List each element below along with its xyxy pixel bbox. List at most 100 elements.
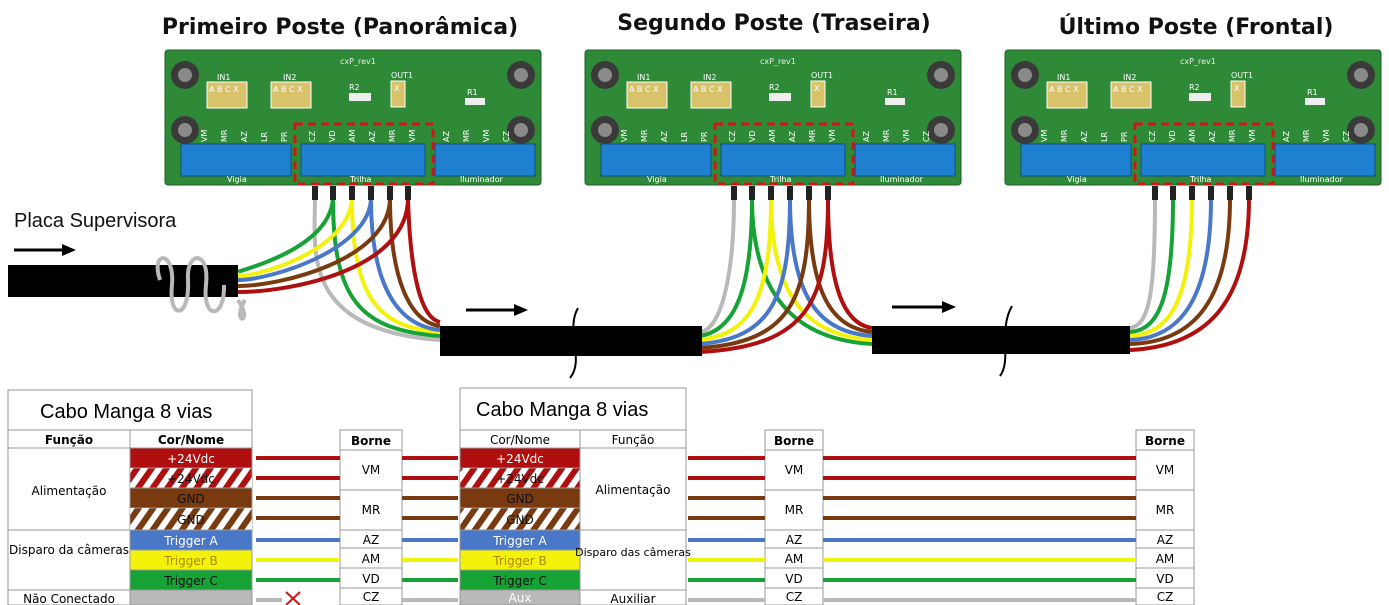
svg-text:LR: LR [680, 132, 689, 142]
cable-segment-3 [872, 326, 1130, 354]
svg-text:VD: VD [328, 130, 337, 142]
in1-pins: A B C X [629, 85, 659, 94]
pin-labels: VM MR AZ LR PR CZ VD AM AZ MR VM AZ MR V… [620, 129, 931, 142]
borne-label: AZ [1157, 533, 1173, 547]
borne-label: VD [785, 572, 802, 586]
r1-label: R1 [1307, 88, 1318, 97]
table2-row-label: GND [506, 492, 534, 506]
block-vigia: Vigia [1067, 175, 1087, 184]
table2-row-label: Trigger C [492, 574, 547, 588]
borne-label: VM [362, 463, 381, 477]
borne-label: MR [362, 503, 381, 517]
svg-text:AZ: AZ [788, 131, 797, 142]
pole1-title: Primeiro Poste (Panorâmica) [162, 15, 518, 40]
block-ilum: Iluminador [880, 175, 924, 184]
in2-pins: A B C X [1113, 85, 1143, 94]
block-ilum: Iluminador [1300, 175, 1344, 184]
out1-label: OUT1 [391, 71, 413, 80]
svg-text:AZ: AZ [1208, 131, 1217, 142]
borne-label: MR [785, 503, 804, 517]
table1-title: Cabo Manga 8 vias [40, 401, 212, 423]
svg-text:PR: PR [280, 131, 289, 142]
svg-text:VM: VM [620, 130, 629, 142]
pole2-title: Segundo Poste (Traseira) [617, 11, 930, 36]
wires-pole-2 [699, 197, 873, 354]
svg-text:MR: MR [388, 129, 397, 142]
svg-text:VM: VM [482, 130, 491, 142]
svg-text:AM: AM [348, 130, 357, 142]
svg-text:MR: MR [1302, 129, 1311, 142]
borne-label: CZ [786, 590, 803, 604]
borne-label: VM [1156, 463, 1175, 477]
table2-row-label: +24Vdc [496, 472, 544, 486]
pin-labels: VM MR AZ LR PR CZ VD AM AZ MR VM AZ MR V… [200, 129, 511, 142]
cable-segment-2 [440, 326, 702, 356]
r1-label: R1 [887, 88, 898, 97]
r2-label: R2 [349, 83, 360, 92]
in1-pins: A B C X [209, 85, 239, 94]
table1-col-color: Cor/Nome [158, 433, 224, 447]
svg-text:AM: AM [768, 130, 777, 142]
in1-pins: A B C X [1049, 85, 1079, 94]
table2-row-label: GND [506, 513, 534, 527]
borne-column-2: Borne VM MR AZ AM VD CZ [764, 429, 824, 605]
svg-text:MR: MR [882, 129, 891, 142]
block-ilum: Iluminador [460, 175, 504, 184]
table2-group-trigger: Disparo das câmeras [575, 546, 691, 559]
svg-text:VM: VM [828, 130, 837, 142]
not-connected-icon [285, 591, 301, 605]
table1-row-label: +24Vdc [167, 472, 215, 486]
legend-wires [256, 456, 1136, 602]
in2-label: IN2 [283, 73, 296, 82]
table2-row-label: Trigger B [492, 554, 546, 568]
borne-header: Borne [1145, 434, 1185, 448]
cable-table-2: Cabo Manga 8 vias Cor/Nome Função +24Vdc… [459, 387, 691, 605]
pole3-title: Último Poste (Frontal) [1059, 14, 1334, 40]
svg-text:PR: PR [1120, 131, 1129, 142]
block-vigia: Vigia [647, 175, 667, 184]
svg-text:VM: VM [1322, 130, 1331, 142]
svg-text:AZ: AZ [240, 131, 249, 142]
table1-group-trigger: Disparo da câmeras [9, 543, 129, 557]
table2-col-func: Função [612, 433, 655, 447]
pcb-board-2: cxP_rev1 IN1 A B C X IN2 A B C X R2 OUT1… [584, 49, 962, 186]
table2-row-label: Aux [509, 591, 532, 605]
pcb-name: cxP_rev1 [1180, 57, 1216, 66]
table1-row-label: Trigger C [163, 574, 218, 588]
borne-label: VM [785, 463, 804, 477]
table1-row-label: Trigger A [163, 534, 218, 548]
in1-label: IN1 [1057, 73, 1070, 82]
svg-text:AM: AM [1188, 130, 1197, 142]
borne-column-1: Borne VM MR AZ AM VD CZ [339, 429, 403, 605]
borne-label: AM [362, 552, 381, 566]
svg-text:MR: MR [1228, 129, 1237, 142]
svg-text:VM: VM [1040, 130, 1049, 142]
out1-pin: X [1234, 84, 1240, 93]
svg-text:MR: MR [808, 129, 817, 142]
arrow-right-icon [892, 301, 956, 313]
pcb-board-1: cxP_rev1 IN1 A B C X IN2 A B C X R2 OUT1… [164, 49, 542, 186]
in1-label: IN1 [217, 73, 230, 82]
in2-label: IN2 [1123, 73, 1136, 82]
table1-row-label: GND [177, 492, 205, 506]
borne-label: AZ [786, 533, 802, 547]
borne-header: Borne [351, 434, 391, 448]
svg-text:MR: MR [1060, 129, 1069, 142]
svg-text:AZ: AZ [1080, 131, 1089, 142]
borne-label: CZ [1157, 590, 1174, 604]
borne-column-3: Borne VM MR AZ AM VD CZ [1135, 429, 1195, 605]
borne-label: VD [362, 572, 379, 586]
block-trigger: Trilha [769, 175, 792, 184]
table2-row-label: Trigger A [492, 534, 547, 548]
table1-group-nc: Não Conectado [23, 592, 115, 605]
out1-label: OUT1 [811, 71, 833, 80]
pcb-name: cxP_rev1 [340, 57, 376, 66]
pcb-name: cxP_rev1 [760, 57, 796, 66]
svg-text:CZ: CZ [502, 130, 511, 142]
cable-table-1: Cabo Manga 8 vias Função Cor/Nome Alimen… [7, 389, 253, 605]
in1-label: IN1 [637, 73, 650, 82]
pin-labels: VM MR AZ LR PR CZ VD AM AZ MR VM AZ MR V… [1040, 129, 1351, 142]
svg-text:AZ: AZ [660, 131, 669, 142]
borne-header: Borne [774, 434, 814, 448]
